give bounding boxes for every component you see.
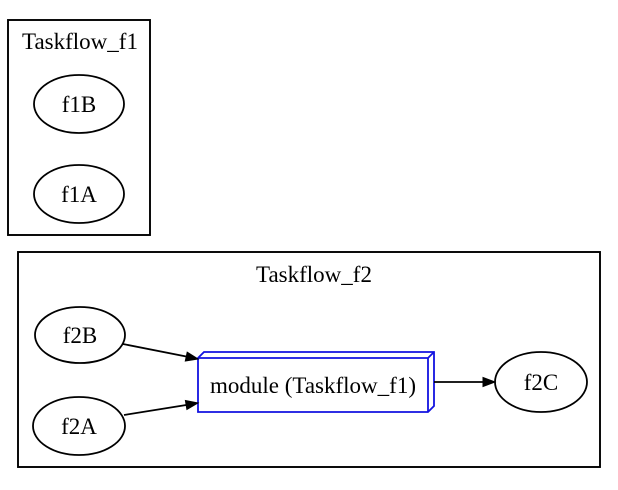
node-f1B-label: f1B xyxy=(62,92,97,117)
edge-module-to-f2C xyxy=(434,376,497,388)
edge-f2B-to-module-line xyxy=(122,343,188,358)
node-f1A: f1A xyxy=(33,164,125,224)
node-f2A: f2A xyxy=(32,396,126,456)
node-f2B-ellipse xyxy=(34,306,126,364)
node-f2A-ellipse xyxy=(32,396,126,456)
node-module-taskflow-f1: module (Taskflow_f1) xyxy=(197,351,435,413)
node-f1B-ellipse xyxy=(33,74,125,134)
node-f2B-label: f2B xyxy=(63,323,98,348)
node-f1A-ellipse xyxy=(33,164,125,224)
node-module-label: module (Taskflow_f1) xyxy=(210,373,416,398)
node-f2B: f2B xyxy=(34,306,126,364)
edge-f2B-to-module xyxy=(122,343,200,362)
node-f2C: f2C xyxy=(494,351,588,413)
cluster-taskflow-f1-border xyxy=(7,19,151,236)
cluster-taskflow-f2-border xyxy=(17,251,601,468)
node-f2A-label: f2A xyxy=(61,414,97,439)
node-f2C-label: f2C xyxy=(524,370,559,395)
edge-f2A-to-module xyxy=(123,399,200,416)
cluster-taskflow-f1: Taskflow_f1 f1B f1A xyxy=(7,19,151,236)
edge-f2B-to-module-arrowhead-icon xyxy=(184,351,200,362)
cluster-taskflow-f2-title: Taskflow_f2 xyxy=(256,262,372,287)
node-f1B: f1B xyxy=(33,74,125,134)
edge-f2A-to-module-arrowhead-icon xyxy=(184,399,200,411)
module-box3d-inner-edges xyxy=(198,351,435,412)
cluster-taskflow-f2: Taskflow_f2 f2B f2A module (Taskflow_f1)… xyxy=(17,251,601,468)
edge-f2A-to-module-line xyxy=(123,404,188,416)
node-f1A-label: f1A xyxy=(61,182,97,207)
cluster-taskflow-f1-title: Taskflow_f1 xyxy=(22,29,138,54)
edge-module-to-f2C-arrowhead-icon xyxy=(482,376,497,388)
